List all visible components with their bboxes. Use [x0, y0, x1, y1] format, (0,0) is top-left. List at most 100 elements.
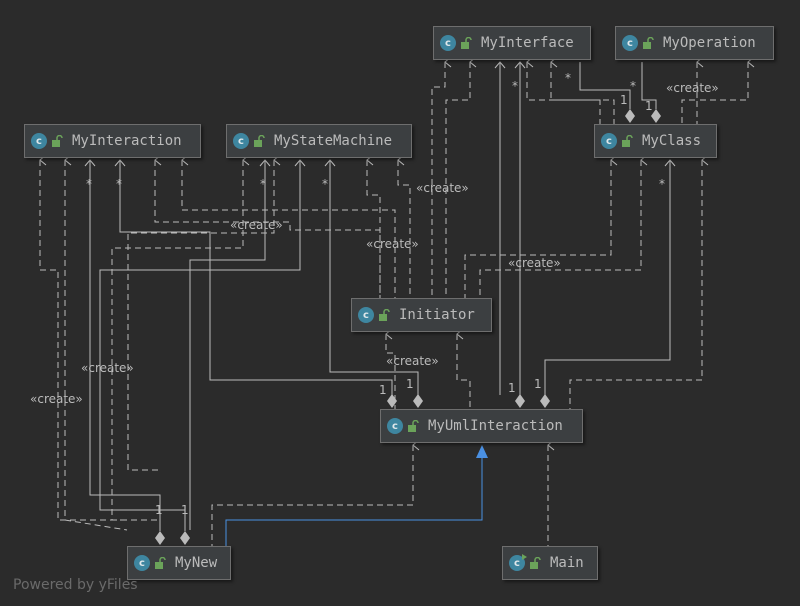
dependency-edge — [154, 154, 381, 298]
composition-diamond — [651, 109, 661, 123]
class-node-myumlinteraction[interactable]: c MyUmlInteraction — [380, 409, 583, 443]
class-name: MyClass — [642, 133, 702, 149]
dependency-edge — [569, 154, 709, 409]
create-label-myclass-uml: «create» — [508, 256, 561, 270]
class-name: MyNew — [175, 555, 218, 571]
dependency-edge — [456, 328, 471, 409]
class-node-mystatemachine[interactable]: c MyStateMachine — [226, 124, 412, 158]
dependency-edge — [696, 56, 755, 124]
association-edge — [641, 62, 657, 109]
dependency-edges — [39, 56, 755, 546]
class-icon: c — [134, 555, 150, 571]
dependency-edge — [464, 154, 618, 298]
mult-one: 1 — [620, 93, 628, 107]
dependency-edge — [64, 154, 128, 531]
mult-one: 1 — [508, 381, 516, 395]
unlocked-icon — [52, 135, 63, 147]
association-edge — [579, 62, 631, 109]
class-name: MyInteraction — [72, 133, 182, 149]
create-label-interaction-new-outer: «create» — [30, 392, 83, 406]
composition-diamond — [625, 109, 635, 123]
unlocked-icon — [408, 420, 419, 432]
composition-diamond — [413, 394, 423, 408]
dependency-edge — [211, 439, 420, 546]
unlocked-icon — [530, 557, 541, 569]
dependency-edge — [431, 56, 452, 298]
dependency-edge — [127, 154, 281, 471]
association-arrowhead — [494, 61, 506, 69]
dependency-edge — [479, 154, 648, 298]
mult-many: * — [322, 177, 328, 191]
unlocked-icon — [155, 557, 166, 569]
association-arrowhead — [114, 159, 126, 167]
class-icon: c — [622, 35, 638, 51]
create-label-interaction-new: «create» — [230, 218, 283, 232]
create-label-statemachine-initiator: «create» — [366, 237, 419, 251]
inheritance-line — [225, 458, 483, 546]
class-icon: c — [358, 307, 374, 323]
mult-many: * — [260, 177, 266, 191]
unlocked-icon — [254, 135, 265, 147]
unlocked-icon — [643, 37, 654, 49]
composition-diamonds — [155, 109, 661, 545]
class-node-myinteraction[interactable]: c MyInteraction — [24, 124, 201, 158]
mult-many: * — [630, 79, 636, 93]
class-icon: c — [31, 133, 47, 149]
class-name: Main — [550, 555, 584, 571]
mult-many: * — [659, 177, 665, 191]
class-node-initiator[interactable]: c Initiator — [351, 298, 492, 332]
main-class-icon: c — [509, 554, 527, 571]
association-arrowhead — [514, 61, 526, 69]
dependency-edge — [526, 56, 601, 124]
dependency-edge — [111, 154, 250, 521]
watermark: Powered by yFiles — [13, 577, 138, 593]
composition-diamond — [387, 394, 397, 408]
inheritance-arrowhead — [476, 445, 488, 458]
dependency-edge — [181, 154, 396, 298]
association-edge — [119, 160, 393, 395]
dependency-edge — [366, 154, 381, 298]
composition-diamond — [515, 394, 525, 408]
association-arrowhead — [324, 159, 336, 167]
dependency-edge — [397, 154, 411, 298]
dependency-edge — [385, 328, 396, 409]
class-icon: c — [601, 133, 617, 149]
association-edge — [189, 160, 266, 530]
class-node-mynew[interactable]: c MyNew — [127, 546, 231, 580]
inheritance-edge — [225, 445, 488, 546]
association-arrowhead — [294, 159, 306, 167]
mult-many: * — [565, 71, 571, 85]
unlocked-icon — [379, 309, 390, 321]
class-name: MyUmlInteraction — [428, 418, 563, 434]
create-label-myoperation: «create» — [666, 81, 719, 95]
mult-one: 1 — [181, 503, 189, 517]
composition-diamond — [540, 394, 550, 408]
class-node-main[interactable]: c Main — [502, 546, 598, 580]
composition-diamond — [155, 531, 165, 545]
association-edge — [89, 160, 161, 531]
dependency-edge — [445, 56, 477, 298]
class-node-myoperation[interactable]: c MyOperation — [615, 26, 774, 60]
class-node-myinterface[interactable]: c MyInterface — [433, 26, 591, 60]
arrowheads — [84, 61, 676, 167]
class-name: Initiator — [399, 307, 475, 323]
association-arrowhead — [259, 159, 271, 167]
association-edge — [329, 160, 419, 395]
dependency-edge — [550, 56, 615, 124]
mult-one: 1 — [379, 383, 387, 397]
mult-one: 1 — [155, 503, 163, 517]
class-name: MyInterface — [481, 35, 574, 51]
association-edge — [544, 160, 671, 395]
mult-one: 1 — [534, 377, 542, 391]
create-label-initiator-uml: «create» — [386, 354, 439, 368]
class-node-myclass[interactable]: c MyClass — [594, 124, 717, 158]
create-label-statemachine-new: «create» — [81, 361, 134, 375]
mult-many: * — [116, 177, 122, 191]
dependency-edge — [681, 56, 704, 124]
mult-one: 1 — [406, 377, 414, 391]
mult-many: * — [512, 79, 518, 93]
association-arrowhead — [664, 159, 676, 167]
class-icon: c — [440, 35, 456, 51]
association-arrowhead — [84, 159, 96, 167]
